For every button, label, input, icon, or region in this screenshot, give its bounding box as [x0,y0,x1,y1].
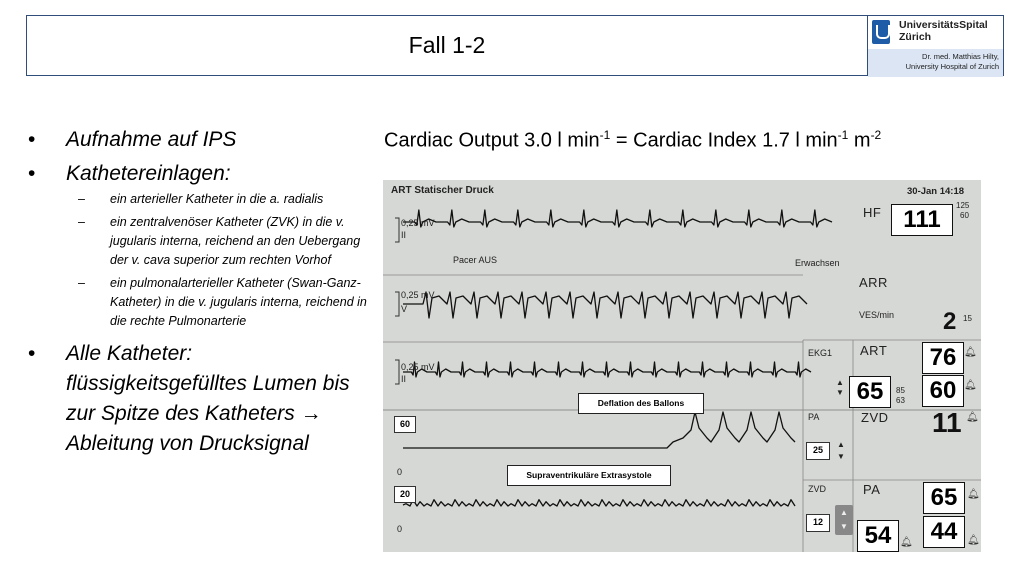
art-limit-low: 63 [896,396,905,405]
art-scale-down-button[interactable]: ▼ [836,388,844,397]
art-diastolic: 60 [922,375,964,407]
patient-type: Erwachsen [795,258,840,268]
art-mean: 65 [849,376,891,408]
zvd-value: 11 [932,407,962,438]
usz-logo-icon [872,20,890,44]
pa-systolic: 65 [923,482,965,514]
art-scale-up-button[interactable]: ▲ [836,378,844,387]
sub-bullet-item: –ein arterieller Katheter in die a. radi… [78,192,324,206]
cardiac-output-line: Cardiac Output 3.0 l min-1 = Cardiac Ind… [384,128,882,152]
pa-pressure-trace [403,411,796,449]
zvd-small-value: 12 [806,514,830,532]
zvd-label: ZVD [861,410,889,425]
pa-alarm-bell-icon-2[interactable]: 🔔︎ [967,535,980,546]
pa-mean-bell-icon[interactable]: 🔔︎ [900,537,913,548]
zvd-small-label: ZVD [808,484,826,494]
slide-title: Fall 1-2 [408,32,486,58]
arr-label: ARR [859,275,888,290]
hf-limit-low: 60 [960,211,969,220]
callout-deflation: Deflation des Ballons [578,393,704,414]
sub-bullet-item: –ein pulmonalarterieller Katheter (Swan-… [78,276,367,328]
zvd-scale-down-button[interactable]: ▼ [840,522,848,531]
pa-mean: 54 [857,520,899,552]
monitor-datetime: 30-Jan 14:18 [907,186,965,197]
ecg1-scale: 0,25 mV [401,218,435,228]
zvd-pressure-trace [402,499,796,507]
art-alarm-bell-icon[interactable]: 🔔︎ [964,347,977,358]
monitor-header: ART Statischer Druck [391,185,494,196]
ecg3-lead: II [401,374,407,384]
sub-bullet-item: –ein zentralvenöser Katheter (ZVK) in di… [78,215,361,267]
ecg2-scale: 0,25 mV [401,290,435,300]
ecg2-lead: V [401,304,408,314]
pa-scale-down-button[interactable]: ▼ [837,452,845,461]
hf-value: 111 [891,204,953,236]
bullet-list: •Aufnahme auf IPS •Kathetereinlagen: –ei… [28,126,378,466]
hf-label: HF [863,205,882,220]
ecg3-scale: 0,25 mV [401,362,435,372]
pa-scale-bottom: 0 [397,467,403,477]
zvd-scale-bottom: 0 [397,524,403,534]
pa-scale-top: 60 [394,416,416,433]
pa-small-value: 25 [806,442,830,460]
logo-name: UniversitätsSpital Zürich [899,19,988,43]
slide-title-box: Fall 1-2 [26,15,868,76]
ves-label: VES/min [859,310,895,320]
pa-scale-up-button[interactable]: ▲ [837,440,845,449]
art-label: ART [860,343,888,358]
ecg-lead-ii-trace-2 [403,361,812,378]
pa-diastolic: 44 [923,516,965,548]
author-credit: Dr. med. Matthias Hilty, University Hosp… [868,49,1003,77]
ecg1-lead: II [401,230,407,240]
pa-alarm-bell-icon[interactable]: 🔔︎ [967,489,980,500]
callout-svt: Supraventrikuläre Extrasystole [507,465,671,486]
bullet-item: •Kathetereinlagen: [28,162,231,185]
bullet-item: •Alle Katheter: flüssigkeitsgefülltes Lu… [28,342,350,455]
bullet-item: •Aufnahme auf IPS [28,128,237,151]
zvd-scale-top: 20 [394,486,416,503]
zvd-scale-up-button[interactable]: ▲ [840,508,848,517]
pa-small-label: PA [808,412,820,422]
pacer-status: Pacer AUS [453,255,498,265]
art-alarm-bell-icon-2[interactable]: 🔔︎ [964,380,977,391]
ves-limit: 15 [963,314,972,323]
university-logo: UniversitätsSpital Zürich Dr. med. Matth… [868,15,1004,77]
hf-limit-high: 125 [956,201,970,210]
zvd-alarm-bell-icon[interactable]: 🔔︎ [966,412,979,423]
zvd-scale-stepper[interactable]: ▲ ▼ [835,505,853,535]
ecg-lead-ii-trace [403,209,833,228]
ves-value: 2 [943,308,957,335]
pa-label: PA [863,482,881,497]
ekg1-label: EKG1 [808,348,833,358]
patient-monitor-screen: ART Statischer Druck 30-Jan 14:18 0,25 m… [383,180,981,552]
ecg-lead-v-trace [403,291,808,319]
waveform-canvas [383,209,981,552]
art-systolic: 76 [922,342,964,374]
art-limit-high: 85 [896,386,905,395]
